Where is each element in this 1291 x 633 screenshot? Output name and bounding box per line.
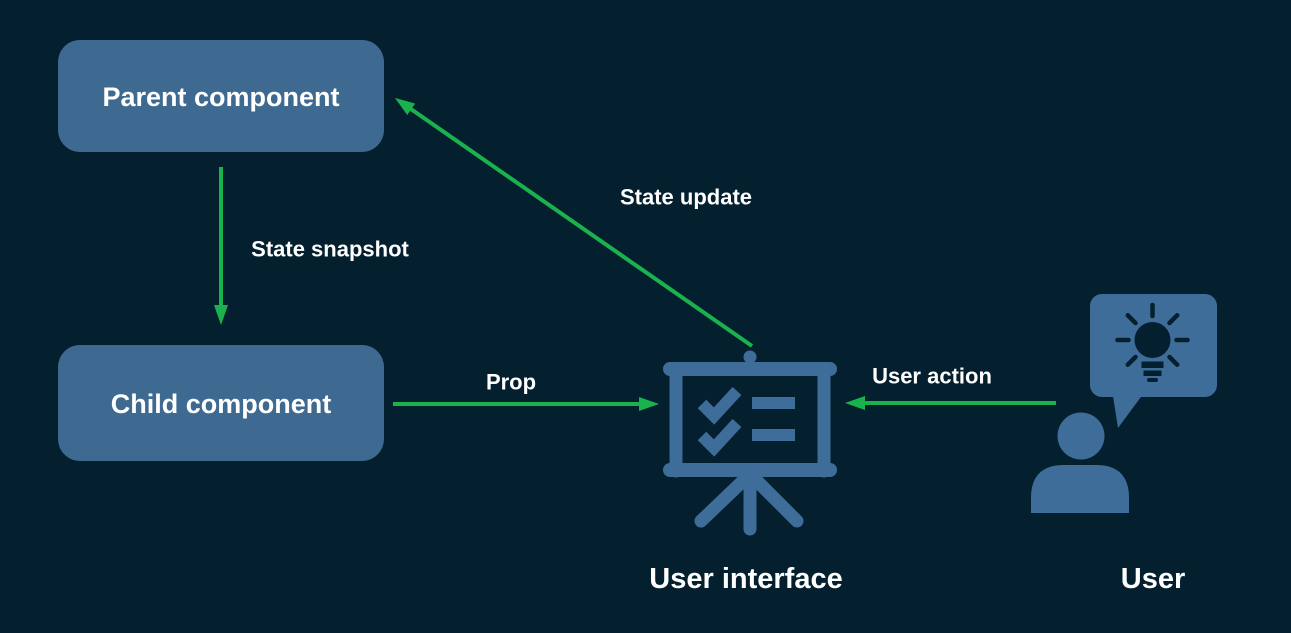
user-action-label: User action [872, 364, 992, 389]
parent-component-label: Parent component [102, 82, 339, 112]
child-component-box [58, 345, 384, 461]
person-speech-bubble-idea-icon [1031, 294, 1217, 513]
lightbulb-ray [1125, 313, 1138, 326]
child-component-node: Child component [58, 345, 384, 461]
state-snapshot-label: State snapshot [251, 237, 409, 262]
check-mark-icon [697, 418, 742, 457]
lightbulb-ray [1167, 313, 1180, 326]
lightbulb-base [1143, 370, 1162, 376]
person-body [1031, 465, 1129, 513]
user-interface-label: User interface [649, 563, 842, 595]
user-action-edge: User action [845, 364, 1056, 410]
user-label: User [1121, 563, 1186, 595]
lightbulb-icon [1134, 322, 1171, 358]
state-snapshot-edge: State snapshot [214, 167, 410, 325]
check-mark-icon [697, 386, 742, 425]
state-update-edge: State update [394, 97, 754, 348]
lightbulb-base [1147, 378, 1158, 382]
prop-edge: Prop [393, 370, 659, 411]
state-update-arrow [394, 97, 754, 348]
person-head [1057, 412, 1105, 460]
lightbulb-ray [1125, 354, 1138, 367]
state-update-label: State update [620, 185, 752, 210]
lightbulb-base [1141, 361, 1164, 368]
child-component-label: Child component [111, 389, 331, 419]
parent-component-node: Parent component [58, 40, 384, 152]
board-right-leg [747, 471, 804, 528]
parent-component-box [58, 40, 384, 152]
lightbulb-ray [1167, 354, 1180, 367]
board-top-knob [743, 350, 757, 364]
presentation-checklist-icon [663, 350, 837, 536]
speech-bubble-tail [1112, 390, 1146, 428]
board-left-leg [694, 471, 753, 528]
prop-label: Prop [486, 370, 536, 395]
